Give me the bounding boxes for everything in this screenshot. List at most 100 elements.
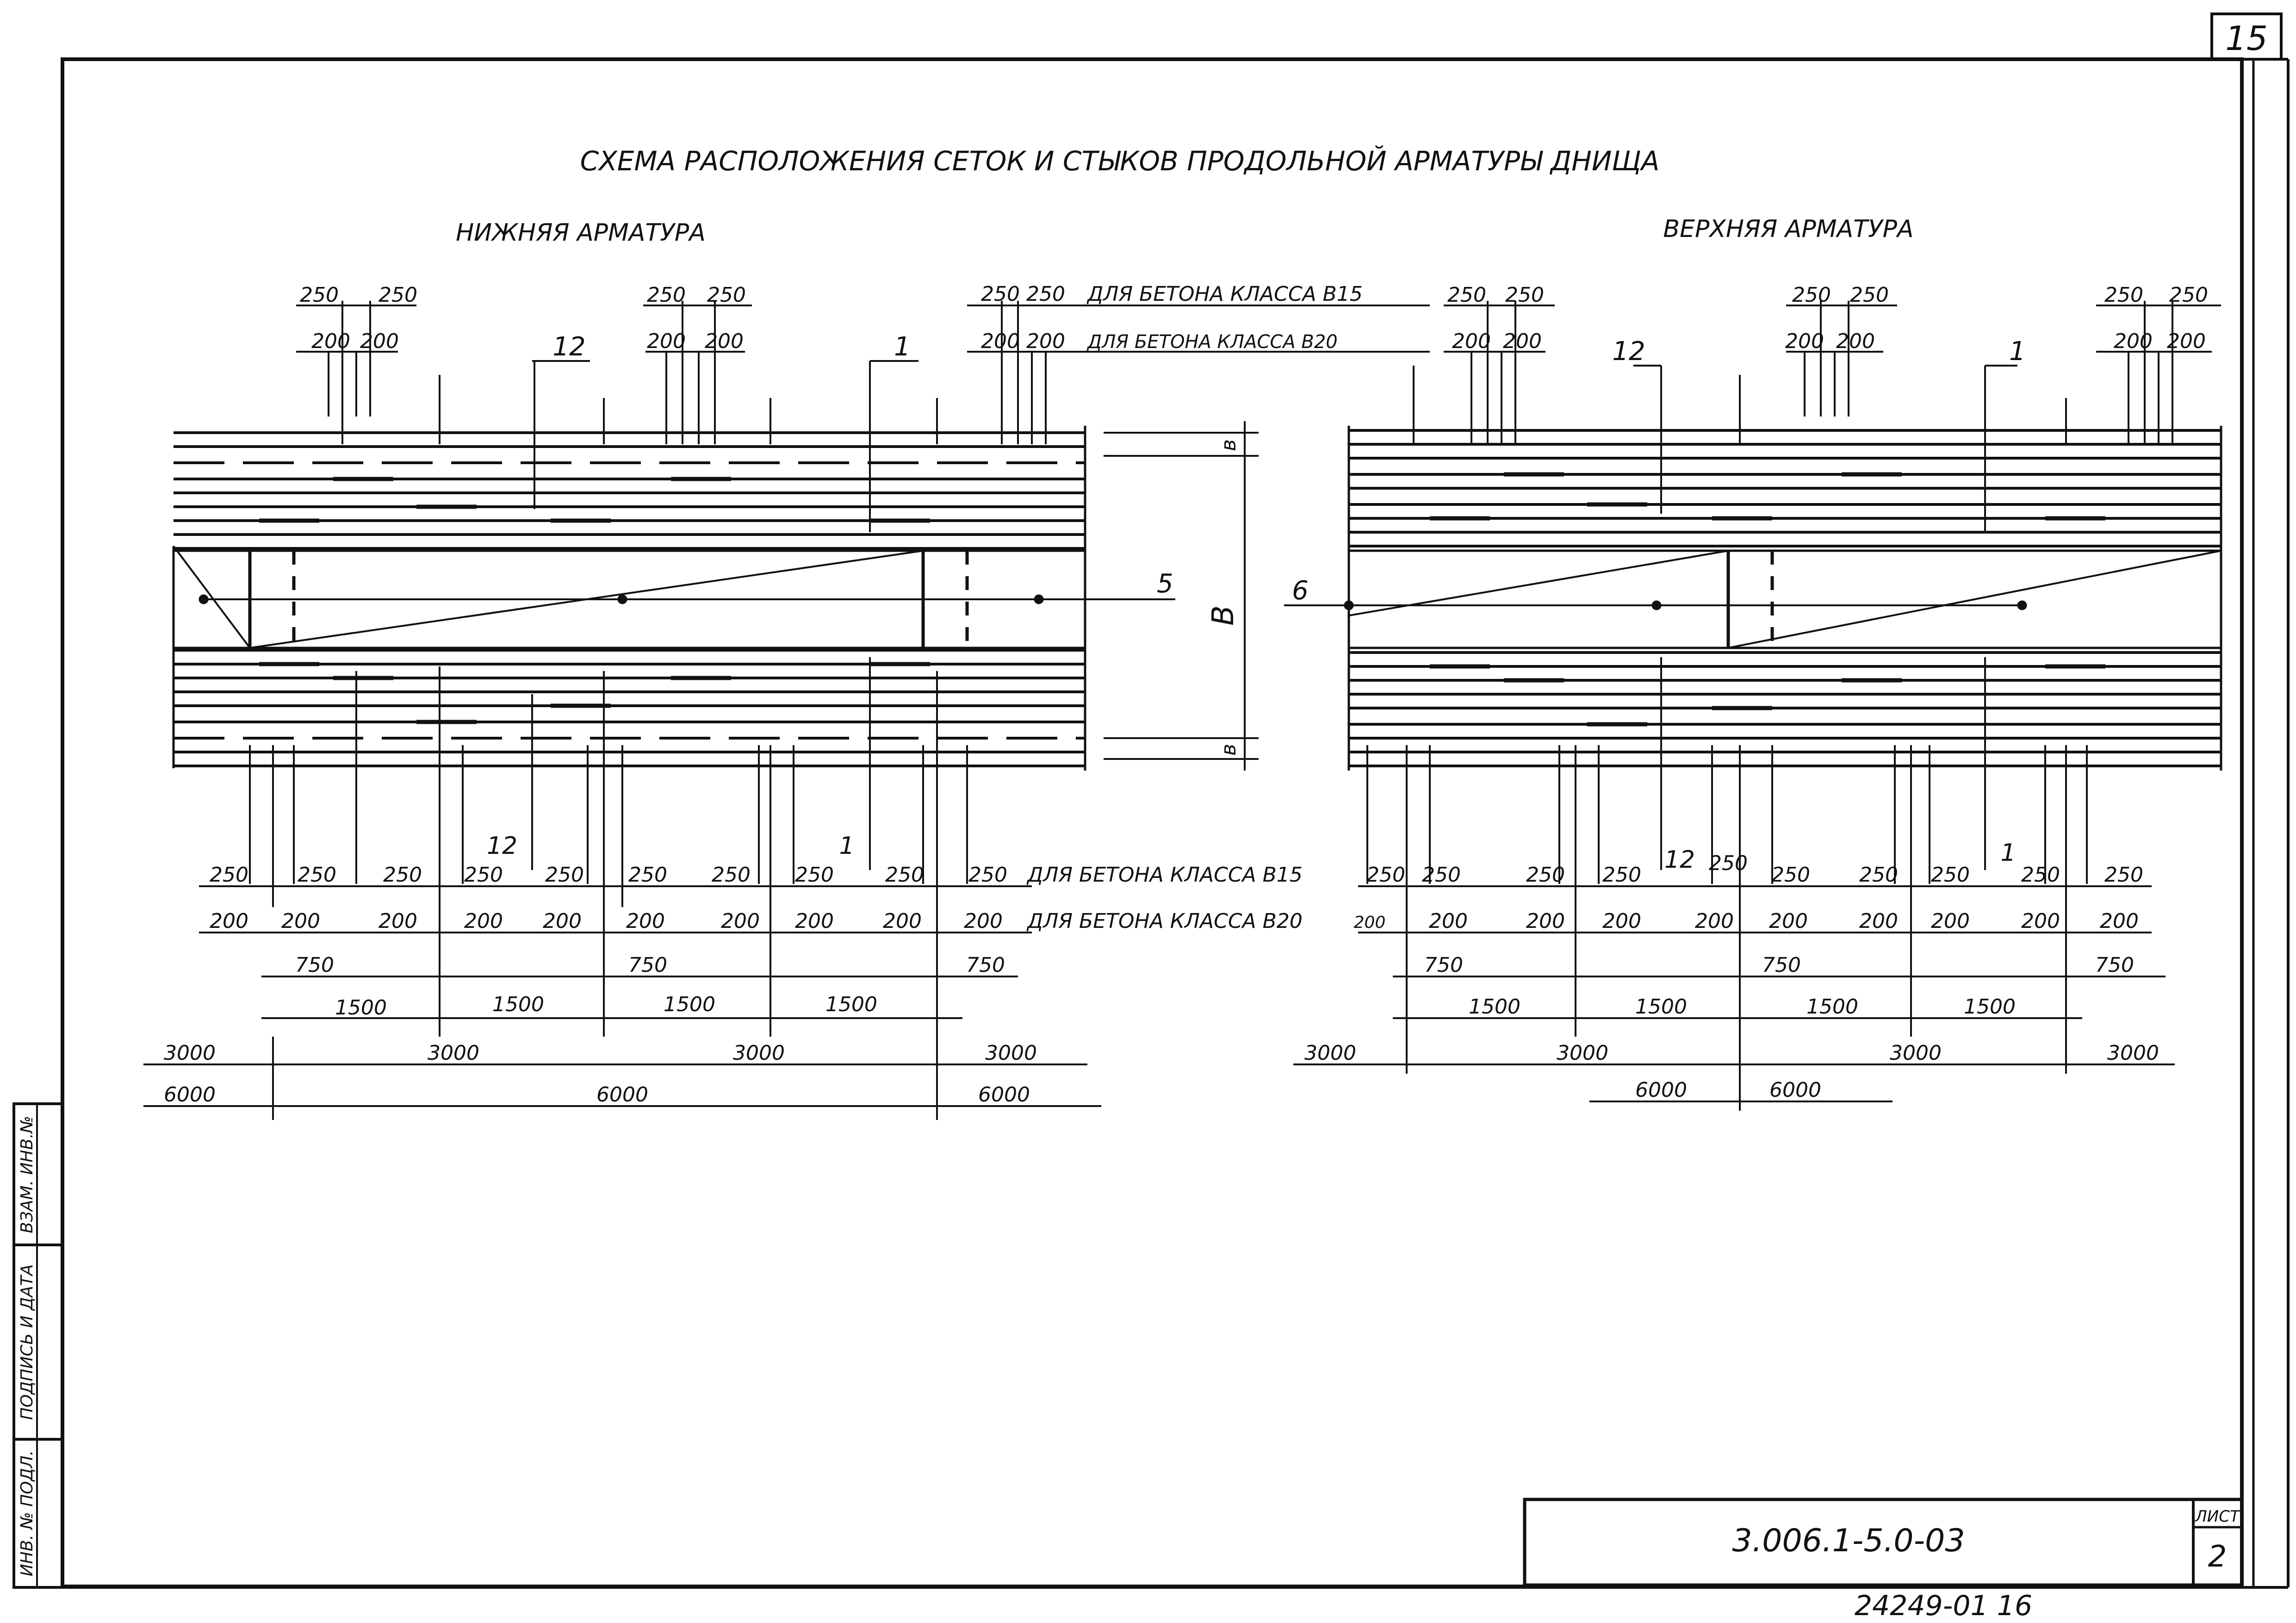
left-200-3: 200 — [379, 909, 417, 933]
right-top-200-1: 200 — [1452, 330, 1491, 353]
left-750-3: 750 — [966, 953, 1005, 977]
right-1500-4: 1500 — [1964, 995, 2016, 1019]
left-750-2: 750 — [628, 953, 667, 977]
left-top-dim-lines — [296, 301, 1047, 532]
right-200-4: 200 — [1602, 909, 1641, 933]
right-top-250-4: 250 — [1850, 283, 1889, 307]
right-top-250-3: 250 — [1792, 283, 1831, 307]
right-bottom-callout-1: 1 — [2000, 839, 2016, 867]
left-3000-3: 3000 — [733, 1041, 785, 1065]
left-bottom-callout-1: 1 — [839, 832, 854, 860]
left-250-4: 250 — [464, 863, 503, 887]
left-250-7: 250 — [712, 863, 751, 887]
left-overlap-marks — [259, 477, 930, 724]
right-200-2: 200 — [1429, 909, 1468, 933]
left-250-5: 250 — [545, 863, 584, 887]
left-6000-1: 6000 — [164, 1083, 216, 1107]
right-250-6: 250 — [1771, 863, 1810, 887]
left-1500-1: 1500 — [335, 996, 387, 1020]
right-3000-1: 3000 — [1304, 1041, 1356, 1065]
mid-bottom-b15-text: ДЛЯ БЕТОНА КЛАССА В15 — [1026, 863, 1303, 887]
right-top-250-5: 250 — [2104, 283, 2143, 307]
right-heading: ВЕРХНЯЯ АРМАТУРА — [1663, 215, 1913, 243]
right-250-1: 250 — [1366, 863, 1405, 887]
right-250-7: 250 — [1859, 863, 1898, 887]
left-callout-1: 1 — [894, 332, 911, 362]
right-central-zone — [1284, 549, 2222, 649]
title-block: 3.006.1-5.0-03 ЛИСТ 2 — [1523, 1498, 2244, 1587]
left-3000-1: 3000 — [164, 1041, 216, 1065]
right-6000-1: 6000 — [1635, 1078, 1687, 1102]
right-3000-4: 3000 — [2107, 1041, 2159, 1065]
left-bottom-ext-lines — [249, 657, 968, 1120]
left-top-250-2: 250 — [379, 283, 417, 307]
left-dim-b-bottom: в — [1217, 744, 1241, 756]
archive-number: 24249-01 16 — [1855, 1590, 2032, 1622]
left-1500-2: 1500 — [492, 993, 544, 1016]
left-1500-3: 1500 — [664, 993, 715, 1016]
left-top-200-1: 200 — [311, 330, 350, 353]
right-callout-12: 12 — [1612, 336, 1645, 367]
page-number: 15 — [2225, 19, 2268, 58]
left-200-1: 200 — [210, 909, 248, 933]
right-bars — [1349, 429, 2221, 767]
mid-top-b20-text: ДЛЯ БЕТОНА КЛАССА В20 — [1086, 331, 1338, 353]
left-heading: НИЖНЯЯ АРМАТУРА — [456, 219, 706, 247]
right-1500-1: 1500 — [1469, 995, 1520, 1019]
left-top-200-3: 200 — [647, 330, 686, 353]
left-250-10: 250 — [968, 863, 1007, 887]
right-bottom-ext-lines — [1366, 657, 2088, 1111]
left-6000-2: 6000 — [596, 1083, 648, 1107]
mid-bottom-b20-text: ДЛЯ БЕТОНА КЛАССА В20 — [1026, 909, 1303, 933]
left-250-2: 250 — [298, 863, 336, 887]
left-top-200-2: 200 — [360, 330, 399, 353]
left-panel: 5 В в в — [143, 283, 1259, 1120]
right-750-1: 750 — [1424, 953, 1463, 977]
right-200-3: 200 — [1526, 909, 1565, 933]
right-250-10: 250 — [2104, 863, 2143, 887]
middle-notes: 250 250 ДЛЯ БЕТОНА КЛАССА В15 200 200 ДЛ… — [967, 282, 1430, 933]
left-200-4: 200 — [464, 909, 503, 933]
right-1500-2: 1500 — [1635, 995, 1687, 1019]
right-200-5: 200 — [1695, 909, 1734, 933]
left-top-200-4: 200 — [705, 330, 744, 353]
left-callout-5: 5 — [1157, 569, 1173, 599]
left-200-7: 200 — [721, 909, 760, 933]
left-200-8: 200 — [795, 909, 834, 933]
left-dim-B: В — [1206, 605, 1241, 626]
right-callout-6: 6 — [1292, 576, 1309, 606]
left-250-6: 250 — [628, 863, 667, 887]
right-250-4: 250 — [1602, 863, 1641, 887]
left-250-8: 250 — [795, 863, 834, 887]
right-750-3: 750 — [2095, 953, 2134, 977]
right-750-2: 750 — [1762, 953, 1801, 977]
side-field-1: ВЗАМ. ИНВ.№ — [18, 1116, 37, 1233]
left-top-250-1: 250 — [300, 283, 339, 307]
left-bottom-dim-lines — [143, 885, 1101, 1107]
mid-top-b15-vals: 250 250 — [981, 282, 1065, 306]
left-200-6: 200 — [626, 909, 665, 933]
right-overlap-marks — [1430, 472, 2105, 727]
left-6000-3: 6000 — [978, 1083, 1030, 1107]
right-top-200-4: 200 — [1836, 330, 1875, 353]
left-dim-b-top: в — [1217, 439, 1241, 451]
right-top-250-6: 250 — [2169, 283, 2208, 307]
right-250-8: 250 — [1931, 863, 1970, 887]
left-750-1: 750 — [295, 953, 334, 977]
right-1500-3: 1500 — [1806, 995, 1858, 1019]
mid-top-b20-vals: 200 200 — [981, 330, 1065, 353]
side-field-2: ПОДПИСЬ И ДАТА — [18, 1264, 37, 1420]
right-200-10: 200 — [2100, 909, 2139, 933]
right-3000-3: 3000 — [1890, 1041, 1942, 1065]
left-central-zone — [173, 545, 1175, 649]
right-top-200-5: 200 — [2114, 330, 2153, 353]
left-callout-12: 12 — [552, 332, 585, 362]
right-250-3: 250 — [1526, 863, 1565, 887]
left-200-10: 200 — [964, 909, 1003, 933]
left-top-250-3: 250 — [647, 283, 686, 307]
left-bars — [174, 431, 1085, 767]
right-callout-1: 1 — [2009, 336, 2026, 367]
left-3000-4: 3000 — [985, 1041, 1037, 1065]
drawing-title: СХЕМА РАСПОЛОЖЕНИЯ СЕТОК И СТЫКОВ ПРОДОЛ… — [580, 145, 1660, 177]
